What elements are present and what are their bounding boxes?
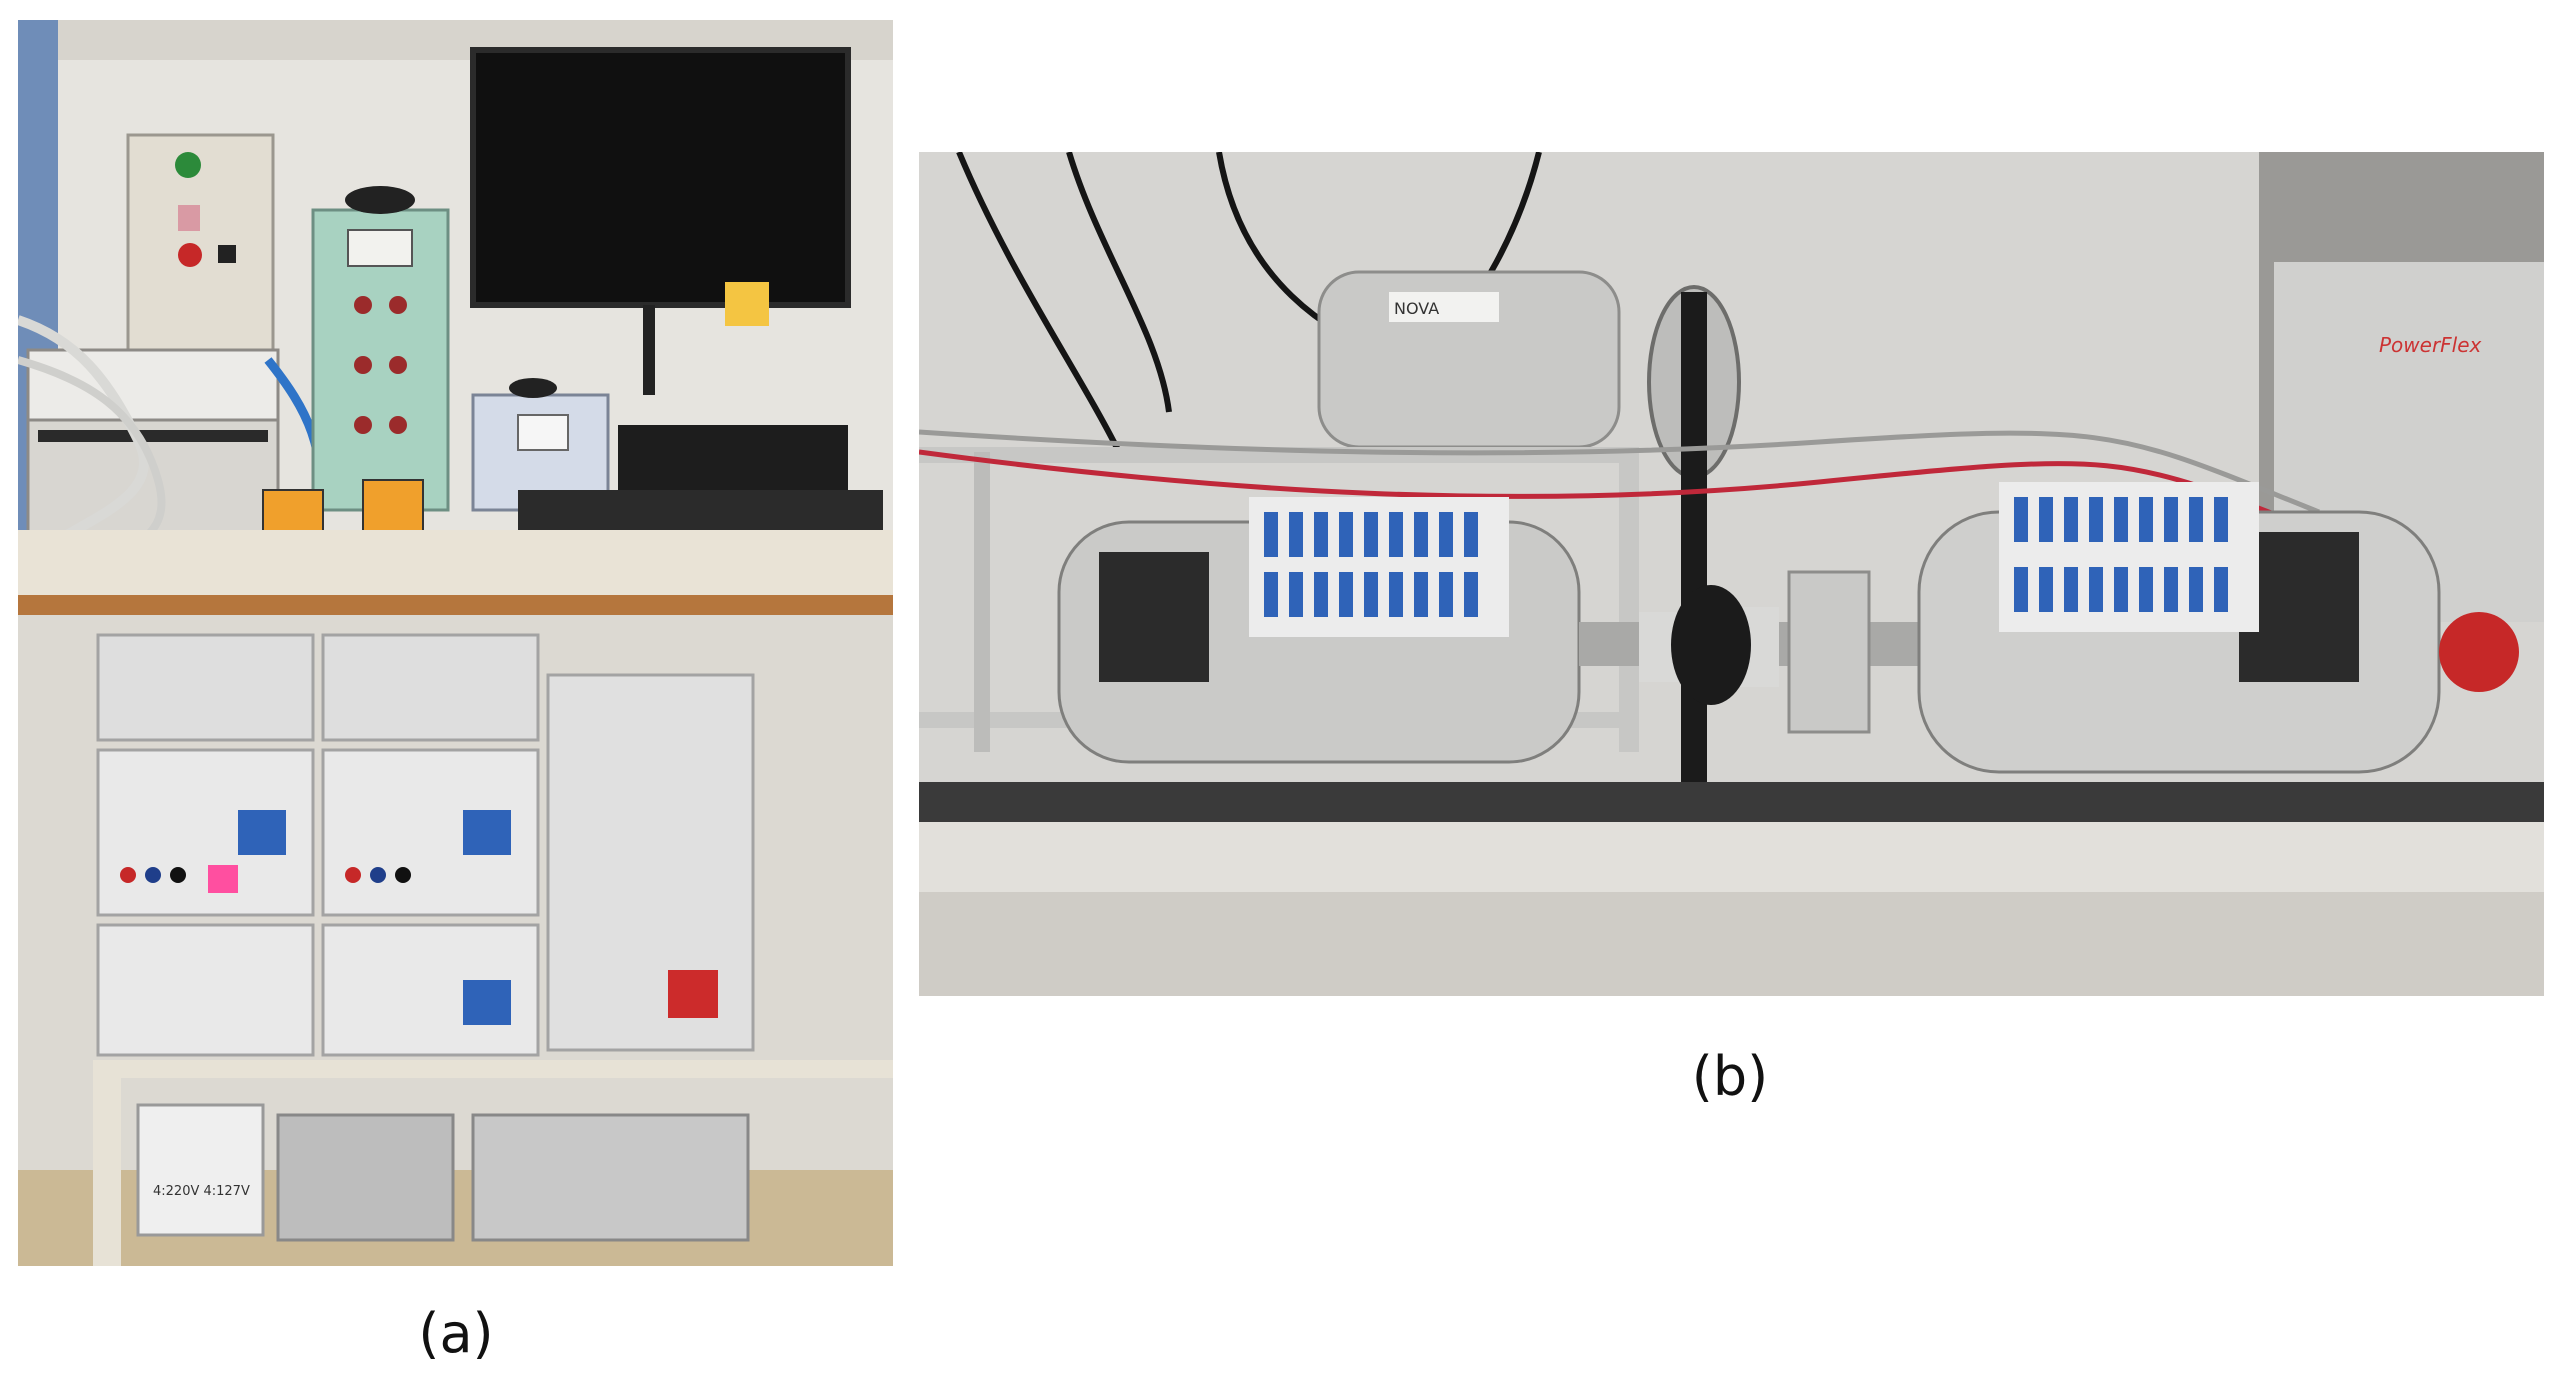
caption-a: (a) (418, 1302, 494, 1365)
sticky-note-pink (208, 865, 238, 893)
sticky-note-yellow (725, 282, 769, 326)
monitor (470, 47, 851, 308)
breaker-icon (238, 810, 286, 855)
drive-brand-label: PowerFlex (2379, 333, 2482, 357)
lab-bench-photo: 4:220V 4:127V (18, 20, 893, 1266)
control-box (126, 133, 275, 357)
photo-panel-b: PowerFlex NOVA (919, 152, 2544, 996)
voltage-box-label: 4:220V 4:127V (153, 1184, 250, 1199)
breaker-red-icon (668, 970, 718, 1018)
motor-brand-label: NOVA (1394, 299, 1439, 318)
caption-b: (b) (1691, 1045, 1769, 1108)
photo-panel-a: 4:220V 4:127V (18, 20, 893, 1266)
motor-test-rig-photo: PowerFlex NOVA (919, 152, 2544, 996)
keyboard (518, 490, 883, 530)
